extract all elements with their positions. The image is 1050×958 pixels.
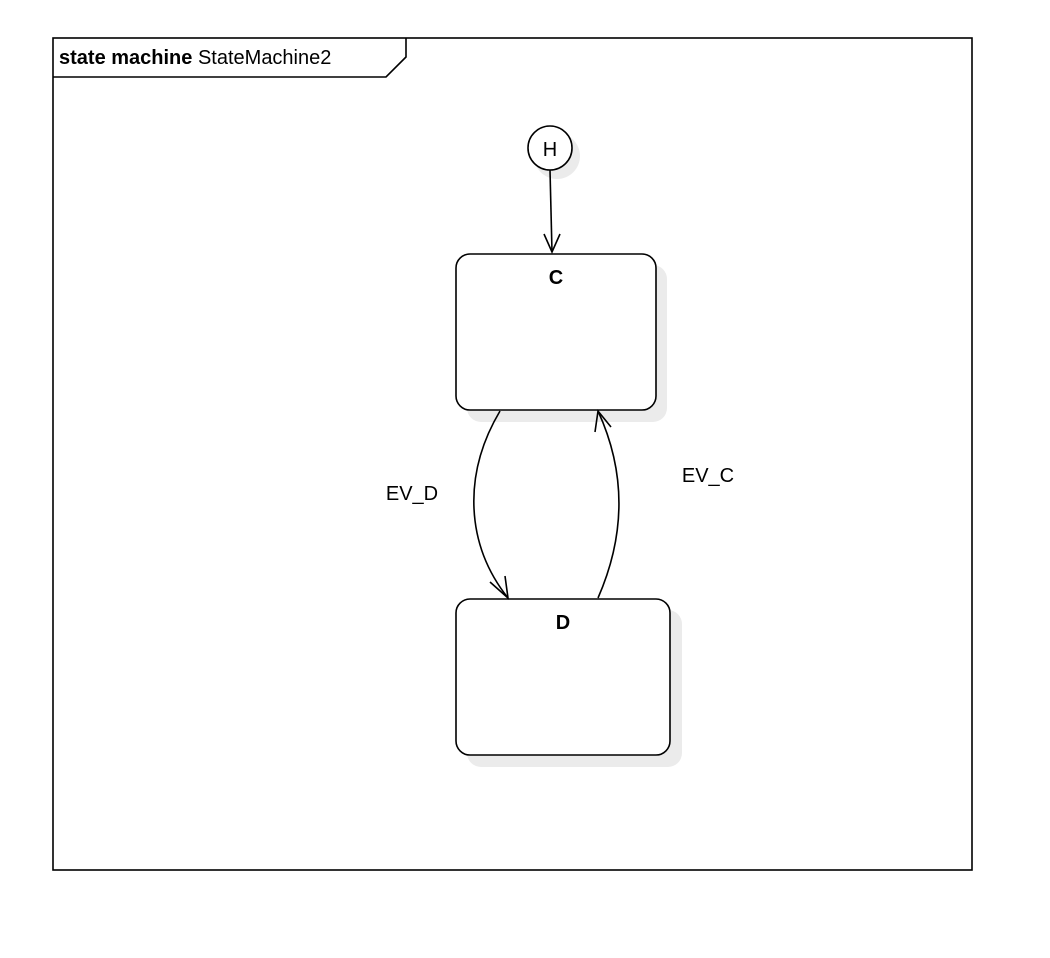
state-d[interactable]: D bbox=[455, 598, 671, 756]
state-c-name: C bbox=[549, 267, 563, 289]
state-c-box bbox=[455, 253, 657, 411]
transition-history-to-c-arrowhead bbox=[543, 233, 561, 254]
transition-history-to-c-line bbox=[549, 169, 553, 253]
history-state[interactable]: H bbox=[527, 125, 573, 171]
diagram-frame bbox=[52, 37, 973, 871]
frame-name: StateMachine2 bbox=[198, 47, 331, 69]
frame-keyword: state machine bbox=[59, 47, 192, 69]
transition-history-to-c[interactable] bbox=[543, 169, 561, 254]
transition-d-to-c-arrowhead bbox=[594, 409, 612, 433]
frame-name-tab bbox=[53, 38, 407, 78]
state-c[interactable]: C bbox=[455, 253, 657, 411]
transition-d-to-c-line bbox=[597, 410, 620, 599]
transition-c-to-d-line bbox=[473, 410, 509, 599]
state-d-box bbox=[455, 598, 671, 756]
transition-d-to-c-label: EV_C bbox=[682, 465, 734, 487]
history-state-label: H bbox=[543, 139, 557, 161]
transition-c-to-d-label: EV_D bbox=[386, 483, 438, 505]
state-d-name: D bbox=[556, 612, 570, 634]
transition-c-to-d[interactable]: EV_D bbox=[386, 410, 510, 601]
transition-c-to-d-arrowhead bbox=[489, 575, 510, 601]
frame-title: state machine StateMachine2 bbox=[59, 47, 331, 69]
transition-d-to-c[interactable]: EV_C bbox=[594, 409, 734, 599]
